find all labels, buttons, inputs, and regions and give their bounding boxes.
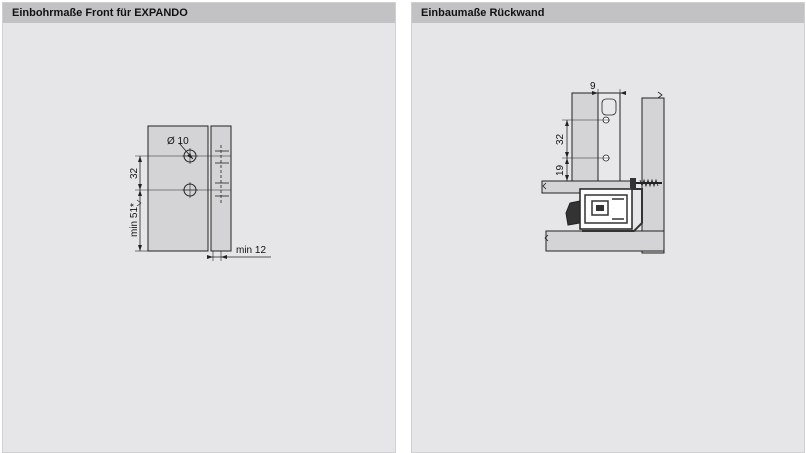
front-panel-face xyxy=(147,125,209,252)
offset-label: 9 xyxy=(590,81,596,92)
bracket-hole-spacing-label: 32 xyxy=(555,133,566,145)
rear-bracket xyxy=(597,92,621,186)
front-drilling-diagram: Ø 10 32 min 51* min 12 xyxy=(129,125,271,261)
hole-diameter-label: Ø 10 xyxy=(167,136,189,147)
min-thickness-label: min 12 xyxy=(236,245,266,256)
back-wall-panel-title: Einbaumaße Rückwand xyxy=(412,3,804,23)
bottom-offset-label: 19 xyxy=(555,164,566,176)
back-wall-diagram: 9 32 19 xyxy=(541,81,665,254)
front-drilling-panel: Einbohrmaße Front für EXPANDO Ø 10 32 xyxy=(2,2,396,453)
min-height-label: min 51* xyxy=(129,203,140,237)
back-wall-panel: Einbaumaße Rückwand xyxy=(411,2,805,453)
runner-clip xyxy=(565,200,581,226)
side-wall xyxy=(641,97,665,254)
hole-spacing-label: 32 xyxy=(129,167,140,179)
front-drilling-panel-title: Einbohrmaße Front für EXPANDO xyxy=(3,3,395,23)
drawer-bottom xyxy=(545,230,665,252)
front-panel-side-profile xyxy=(210,125,232,252)
